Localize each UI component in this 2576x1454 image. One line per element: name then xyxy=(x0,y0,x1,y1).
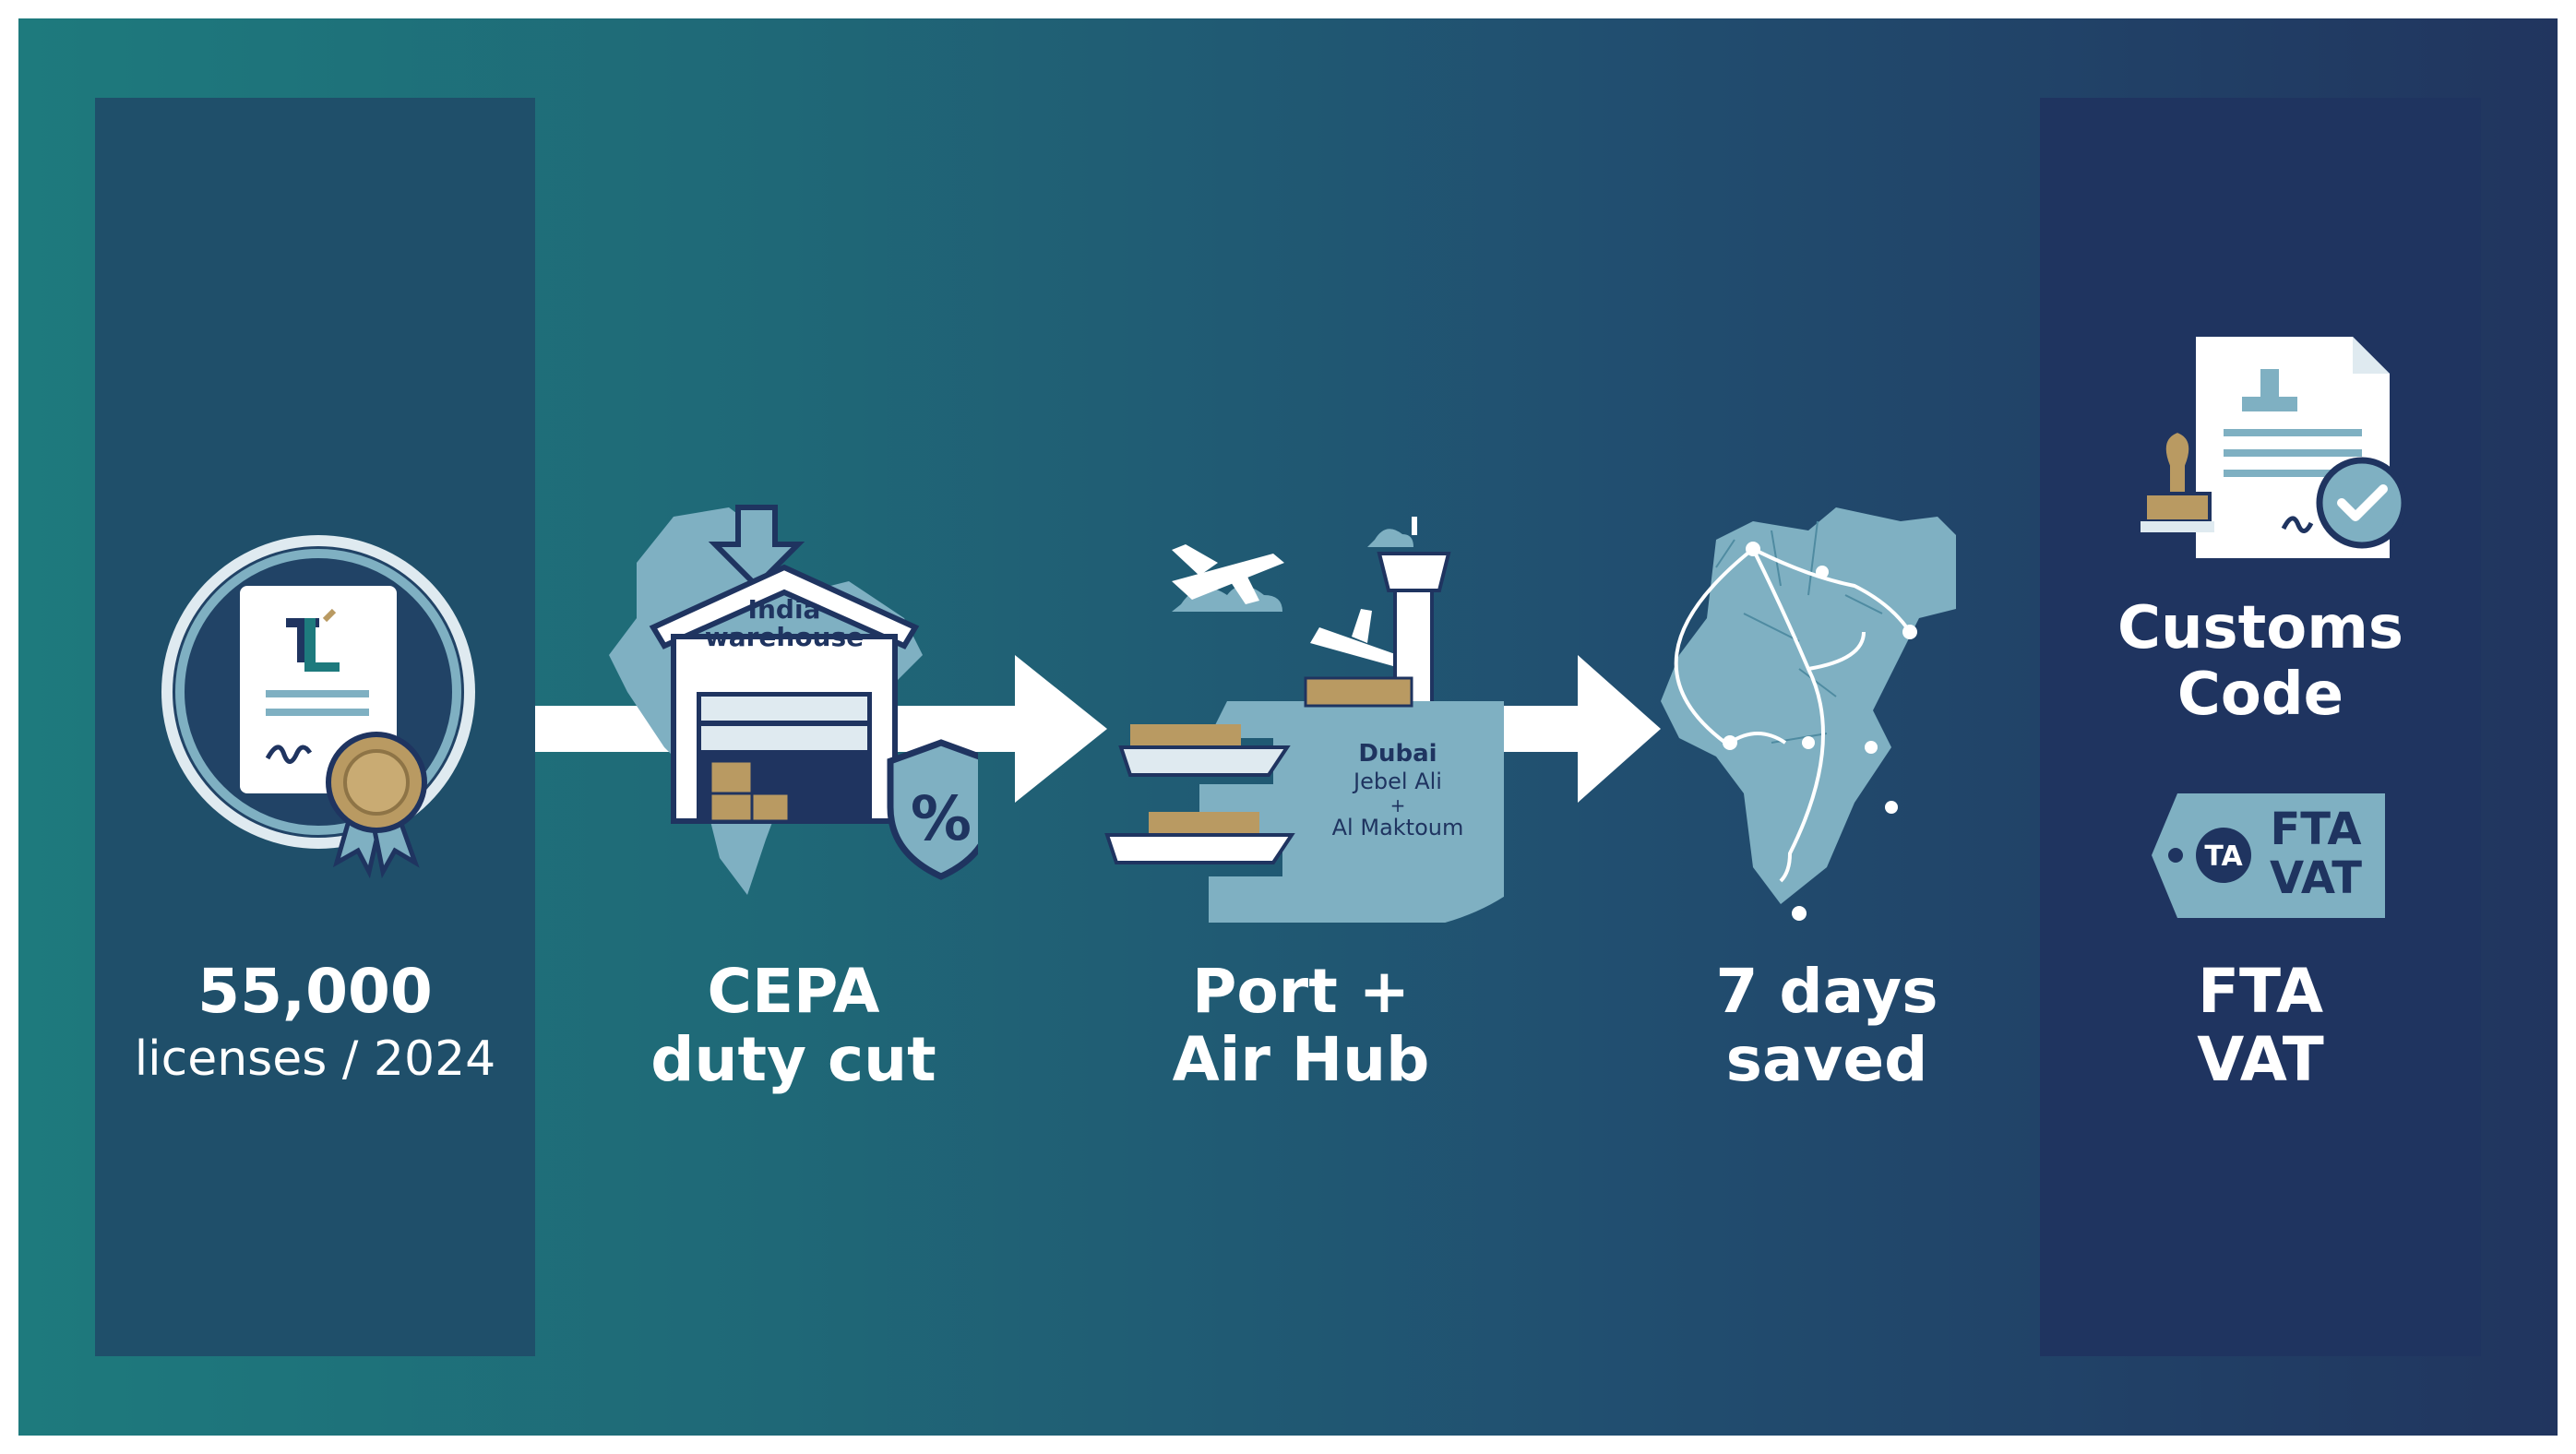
step4-subtitle: saved xyxy=(1725,1024,1928,1095)
step3-title: Port + xyxy=(1191,956,1411,1027)
warehouse-label-line2: warehouse xyxy=(705,622,864,652)
port-label-line3: + xyxy=(1390,794,1406,816)
infographic-canvas: 55,000 licenses / 2024 India warehouse %… xyxy=(18,18,2558,1436)
check-badge-icon xyxy=(2316,457,2408,549)
airplane-icon-2 xyxy=(1310,609,1398,666)
india-warehouse-icon: India warehouse % xyxy=(609,505,978,895)
step3-subtitle: Air Hub xyxy=(1172,1024,1430,1095)
step2-subtitle: duty cut xyxy=(650,1024,936,1095)
rubber-stamp-icon xyxy=(2141,428,2214,532)
customs-title-line2: Code xyxy=(2176,661,2344,729)
port-label-line4: Al Maktoum xyxy=(1332,815,1464,840)
control-tower-icon xyxy=(1377,517,1451,712)
airplane-icon xyxy=(1172,544,1284,604)
fta-vat-title-line1: FTA xyxy=(2197,956,2324,1027)
tag-text-line2: VAT xyxy=(2270,852,2362,904)
step2-title: CEPA xyxy=(707,956,880,1027)
port-label-line2: Jebel Ali xyxy=(1352,769,1442,794)
step1-subtitle: licenses / 2024 xyxy=(134,1031,496,1087)
fta-vat-title-line2: VAT xyxy=(2197,1024,2324,1095)
africa-route-map-icon xyxy=(1661,507,1956,921)
port-air-hub-icon: Dubai Jebel Ali + Al Maktoum xyxy=(1104,517,1504,923)
step4-title: 7 days xyxy=(1715,956,1938,1027)
warehouse-label-line1: India xyxy=(748,594,821,625)
cargo-ship-icon xyxy=(1118,724,1291,777)
percent-badge: % xyxy=(911,783,972,854)
license-certificate-icon xyxy=(161,535,475,879)
step1-title: 55,000 xyxy=(197,956,433,1027)
right-panel xyxy=(2040,98,2481,1356)
fta-vat-tag-icon: TA FTA VAT xyxy=(2152,793,2385,918)
fta-tag-logo: TA xyxy=(2204,840,2243,873)
tag-text-line1: FTA xyxy=(2271,804,2362,855)
flow-arrow-2 xyxy=(1458,655,1661,803)
customs-title-line1: Customs xyxy=(2117,594,2403,662)
customs-document-icon xyxy=(2141,337,2408,558)
port-label-line1: Dubai xyxy=(1358,740,1437,768)
cargo-ship-icon-2 xyxy=(1104,812,1295,864)
